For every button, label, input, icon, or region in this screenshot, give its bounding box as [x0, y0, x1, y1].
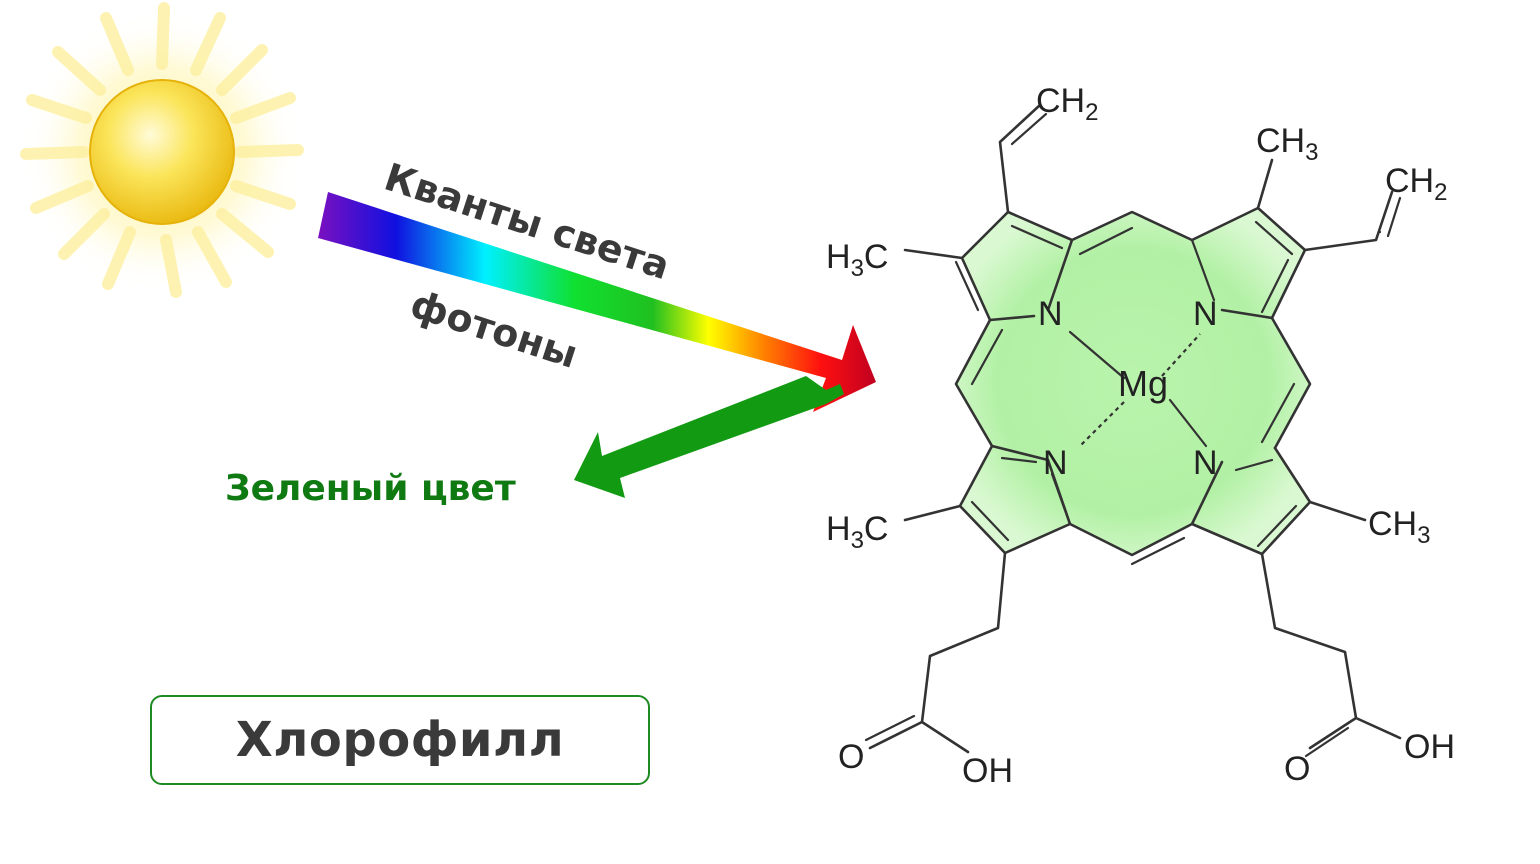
svg-text:N: N	[1193, 444, 1218, 482]
svg-text:OH: OH	[962, 752, 1013, 790]
svg-text:H3C: H3C	[826, 510, 888, 554]
svg-text:O: O	[1284, 750, 1310, 788]
svg-text:CH2: CH2	[1036, 82, 1098, 126]
sun-icon	[20, 2, 304, 298]
svg-text:N: N	[1193, 295, 1218, 333]
green-color-label: Зеленый цвет	[225, 468, 516, 509]
svg-text:CH3: CH3	[1368, 505, 1430, 549]
atom-labels: N N N N Mg CH2 CH3 CH2 H3C H3C CH3 O OH …	[826, 82, 1455, 790]
svg-text:N: N	[1043, 444, 1068, 482]
svg-text:OH: OH	[1404, 728, 1455, 766]
chlorophyll-molecule: N N N N Mg CH2 CH3 CH2 H3C H3C CH3 O OH …	[826, 82, 1455, 790]
green-arrow	[574, 376, 844, 498]
svg-text:Mg: Mg	[1118, 363, 1168, 404]
svg-text:CH3: CH3	[1256, 122, 1318, 166]
svg-text:O: O	[838, 738, 864, 776]
porphyrin-fill	[956, 208, 1310, 555]
svg-text:CH2: CH2	[1385, 162, 1447, 206]
svg-text:N: N	[1038, 295, 1063, 333]
svg-text:H3C: H3C	[826, 238, 888, 282]
page-title: Хлорофилл	[235, 712, 565, 768]
title-box: Хлорофилл	[150, 695, 650, 785]
spectrum-arrow	[318, 192, 876, 412]
